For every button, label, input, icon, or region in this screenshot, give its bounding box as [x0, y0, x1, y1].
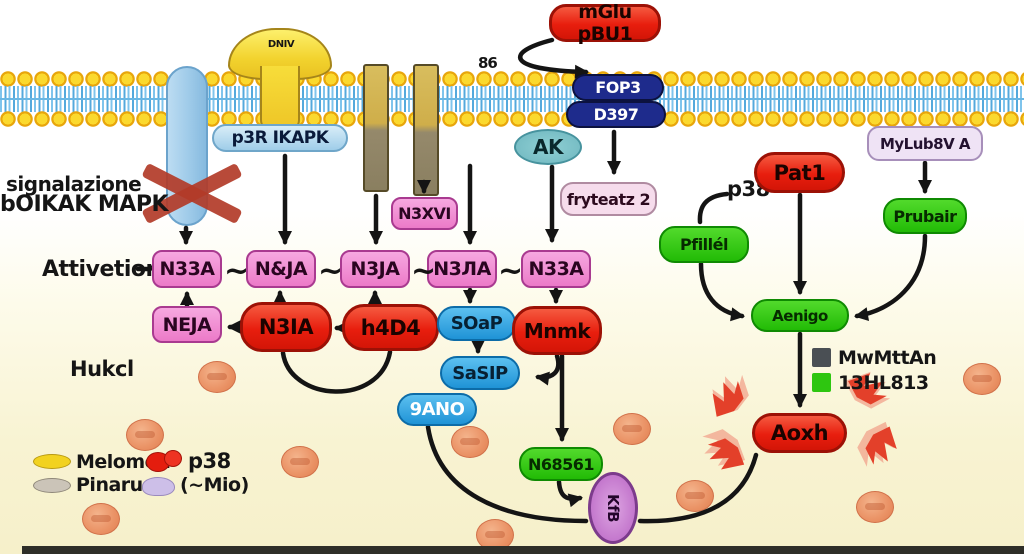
tilde-connector: ~ — [224, 254, 250, 289]
arrow-mnmk-curve — [535, 353, 561, 386]
node-prubair: Prubair — [883, 198, 967, 234]
membrane-digits: 86 — [478, 54, 498, 72]
hook-p38 — [697, 191, 730, 225]
channel-protein-1 — [363, 64, 389, 192]
caption-signal-line1: signalazione — [6, 172, 142, 196]
node-row1-3: N3JA — [340, 250, 410, 288]
node-ligand: mGlu pBU1 — [549, 1, 661, 45]
node-ak: AK — [514, 129, 582, 165]
cell-blob — [676, 480, 714, 512]
caption-activation: Attivetion — [42, 257, 161, 282]
caption-hukcl: Hukcl — [70, 357, 134, 381]
node-pat1: Pat1 — [754, 152, 845, 193]
yellow-receptor-stem — [260, 66, 300, 132]
node-row1-2: N&JA — [246, 250, 316, 288]
node-row1-1: N33A — [152, 250, 222, 288]
cell-blob — [613, 413, 651, 445]
legend-gray-ellipse-icon — [33, 478, 71, 493]
node-pill-bottom: D397 — [566, 101, 666, 128]
node-mnmk: Mnmk — [512, 306, 602, 355]
cell-blob — [126, 419, 164, 451]
cell-blob — [451, 426, 489, 458]
legend-gray-swatch — [812, 348, 831, 367]
cell-blob — [856, 491, 894, 523]
cell-blob — [963, 363, 1001, 395]
node-neja: NEJA — [152, 306, 222, 343]
legend-yellow-ellipse-icon — [33, 454, 71, 469]
node-n68561: N68561 — [519, 447, 603, 481]
node-soap: SOaP — [437, 306, 516, 341]
node-pfillel: Pfillél — [659, 226, 749, 263]
bottom-bar — [22, 546, 1024, 554]
legend-gray-label: MwMttAn — [838, 347, 937, 369]
node-row1-5: N33A — [521, 250, 591, 288]
tilde-connector: ~ — [498, 254, 524, 289]
legend-p38-label: p38 — [188, 449, 231, 473]
cell-blob — [198, 361, 236, 393]
caption-signal-line2: bOIKAK MAPK — [0, 192, 169, 217]
tilde-connector: ~ — [411, 254, 437, 289]
node-row2-red2: h4D4 — [342, 304, 439, 351]
node-aenigo: Aenigo — [751, 299, 849, 332]
tilde-connector: ~ — [318, 254, 344, 289]
legend-red-blob-icon — [164, 450, 182, 467]
node-row1-4: N3ЛA — [427, 250, 497, 288]
cell-blob — [281, 446, 319, 478]
node-sano: 9ANO — [397, 393, 477, 426]
cell-membrane — [0, 68, 1024, 130]
arrow-n68561-to-kfb — [556, 479, 583, 508]
node-aoxh: Aoxh — [752, 413, 847, 453]
node-sasip: SaSIP — [440, 356, 520, 390]
legend-lavender-blob-icon — [142, 477, 175, 496]
legend-green-swatch — [812, 373, 831, 392]
legend-mio-label: (~Mio) — [180, 474, 249, 496]
node-kfb: KfB — [588, 472, 638, 544]
receptor-band-label: p3R IKAPK — [212, 124, 348, 152]
node-myb: MyLub8V A — [867, 126, 983, 161]
loop-red1-red2 — [280, 349, 393, 394]
yellow-receptor-label: DNIV — [267, 39, 295, 50]
node-kfb-label: KfB — [604, 493, 622, 523]
arrow-prubair-to-aenigo — [854, 233, 928, 322]
legend-green-label: 13HL813 — [838, 372, 929, 394]
node-row2-red1: N3IA — [240, 302, 332, 352]
channel-protein-2 — [413, 64, 439, 196]
lipid-heads-bottom — [0, 108, 1024, 130]
legend-pinaruo-label: Pinaruo — [76, 474, 156, 496]
cell-blob — [82, 503, 120, 535]
arrow-pfillel-to-aenigo — [698, 261, 745, 322]
node-pill-top: FOP3 — [572, 74, 664, 101]
node-fryteatz: fryteatz 2 — [560, 182, 657, 216]
node-n3xvi: N3XVI — [391, 197, 458, 230]
